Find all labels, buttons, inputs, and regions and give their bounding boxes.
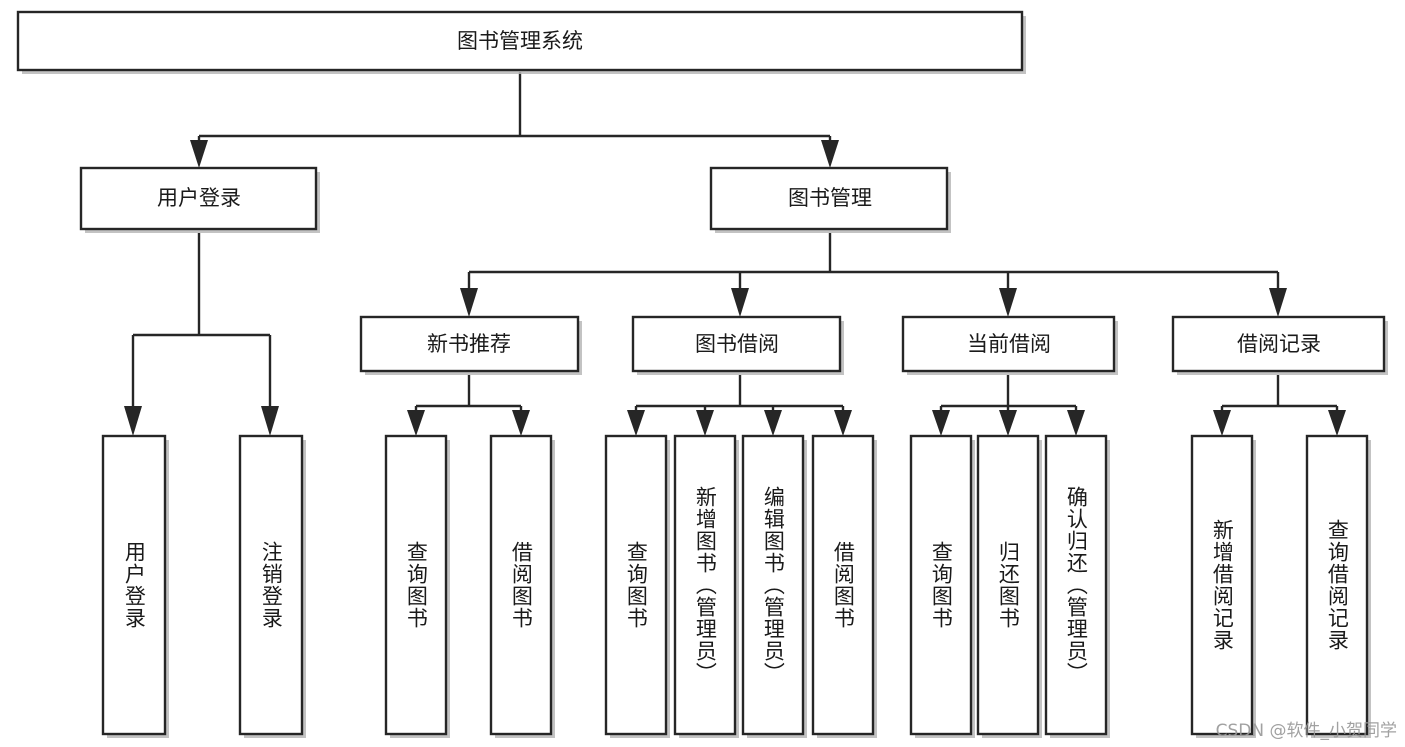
leaf-rec-borrow-box[interactable] <box>489 434 553 736</box>
root-node-label: 图书管理系统 <box>457 29 583 53</box>
arrowhead-leaf-rec-borrow <box>512 410 530 436</box>
arrowhead-leaf-logout <box>261 406 279 436</box>
arrowhead-current-borrow <box>999 288 1017 317</box>
borrow-record-node-label: 借阅记录 <box>1237 332 1321 356</box>
arrowhead-leaf-br-add <box>1213 410 1231 436</box>
book-borrow-node-box[interactable] <box>631 315 842 373</box>
leaf-cb-return-box[interactable] <box>976 434 1040 736</box>
leaf-br-add-box[interactable] <box>1190 434 1254 736</box>
current-borrow-node-box[interactable] <box>901 315 1116 373</box>
borrow-record-node-box[interactable] <box>1171 315 1386 373</box>
login-node-box[interactable] <box>79 166 318 231</box>
connector-layer <box>124 72 1346 436</box>
arrowhead-leaf-br-query <box>1328 410 1346 436</box>
arrowhead-leaf-cb-confirm <box>1067 410 1085 436</box>
leaf-cb-confirm-box[interactable] <box>1044 434 1108 736</box>
book-manage-node-label: 图书管理 <box>788 186 872 210</box>
book-manage-node-box[interactable] <box>709 166 949 231</box>
leaf-cb-query-box[interactable] <box>909 434 973 736</box>
arrowhead-leaf-bb-edit <box>764 410 782 436</box>
arrowhead-borrow-record <box>1269 288 1287 317</box>
leaf-bb-query-box[interactable] <box>604 434 668 736</box>
new-book-rec-node-box[interactable] <box>359 315 580 373</box>
arrowhead-new-book-rec <box>460 288 478 317</box>
arrowhead-leaf-user-login <box>124 406 142 436</box>
leaf-bb-borrow-box[interactable] <box>811 434 875 736</box>
leaf-rec-query-box[interactable] <box>384 434 448 736</box>
arrowhead-leaf-bb-add <box>696 410 714 436</box>
arrowhead-login <box>190 140 208 168</box>
new-book-rec-node-label: 新书推荐 <box>427 332 511 356</box>
node-layer: 图书管理系统 用户登录 图书管理 新书推荐 图书借阅 当前借阅 借阅记录 <box>16 10 1388 738</box>
arrowhead-leaf-bb-query <box>627 410 645 436</box>
arrowhead-leaf-cb-return <box>999 410 1017 436</box>
leaf-bb-edit-box[interactable] <box>741 434 805 736</box>
book-borrow-node-label: 图书借阅 <box>695 332 779 356</box>
leaf-user-login-box[interactable] <box>101 434 167 736</box>
root-node-box[interactable] <box>16 10 1024 72</box>
current-borrow-node-label: 当前借阅 <box>967 332 1051 356</box>
leaf-logout-box[interactable] <box>238 434 304 736</box>
arrowhead-leaf-bb-borrow <box>834 410 852 436</box>
arrowhead-bookmanage <box>821 140 839 168</box>
arrowhead-leaf-cb-query <box>932 410 950 436</box>
leaf-br-query-box[interactable] <box>1305 434 1369 736</box>
leaf-bb-add-box[interactable] <box>673 434 737 736</box>
arrowhead-book-borrow <box>731 288 749 317</box>
login-node-label: 用户登录 <box>157 186 241 210</box>
arrowhead-leaf-rec-query <box>407 410 425 436</box>
csdn-watermark: CSDN @软件_小贺同学 <box>1215 721 1397 741</box>
